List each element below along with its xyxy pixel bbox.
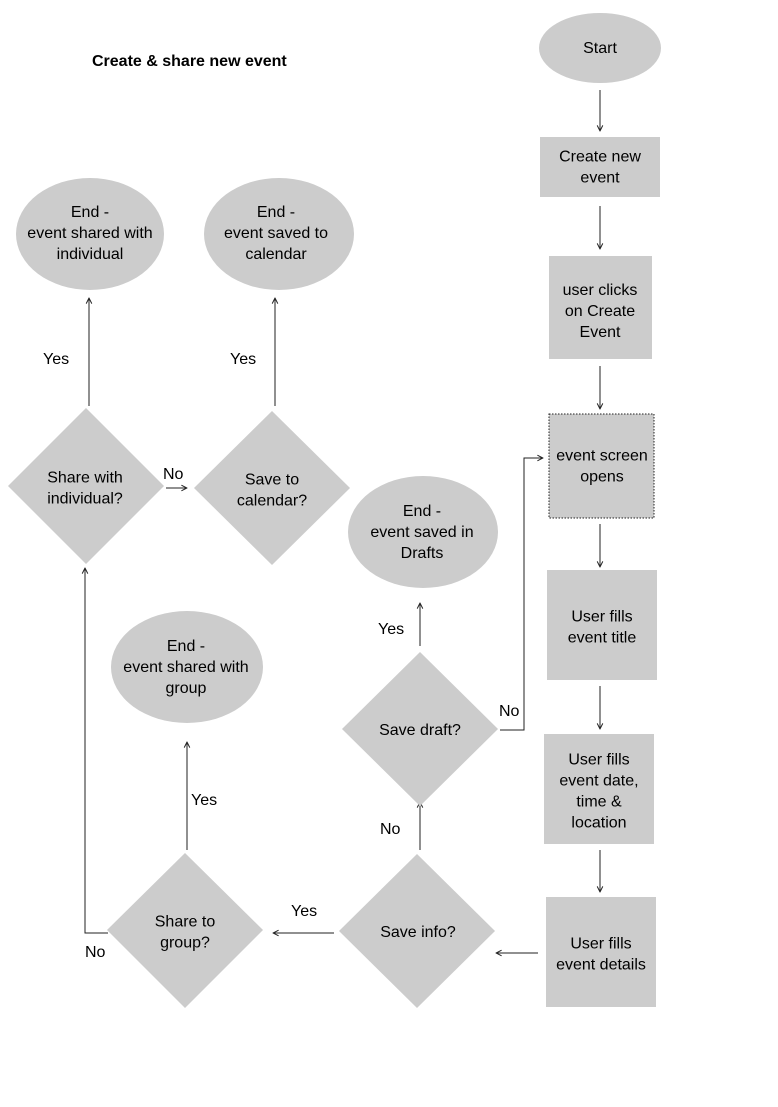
- node-end-shared-with-individual: End - event shared with individual: [16, 178, 164, 290]
- node-end-shared-with-group: End - event shared with group: [111, 611, 263, 723]
- node-user-fills-event-title: User fills event title: [547, 570, 657, 680]
- edge-label-no-individual: No: [163, 466, 184, 483]
- node-label: Create new event: [559, 149, 641, 187]
- node-label-line: group?: [160, 935, 210, 952]
- node-label-line: event shared with: [123, 659, 248, 676]
- edge-label-no-draft: No: [499, 703, 520, 720]
- connectors: [85, 90, 600, 953]
- node-label-line: End -: [71, 204, 109, 221]
- node-create-new-event: Create new event: [540, 137, 660, 197]
- node-label: event screen opens: [556, 448, 648, 486]
- node-label-line: User fills: [568, 752, 629, 769]
- node-label-line: Save info?: [380, 924, 456, 941]
- node-label-line: Save draft?: [379, 722, 461, 739]
- edge-labels: Yes Yes No Yes No Yes No Yes No: [43, 351, 520, 961]
- node-label: Save to calendar?: [237, 472, 307, 510]
- node-label-line: event saved in: [370, 524, 473, 541]
- edge-label-yes-draft: Yes: [378, 621, 404, 638]
- edge-label-yes-calendar: Yes: [230, 351, 256, 368]
- edge-label-yes-individual: Yes: [43, 351, 69, 368]
- node-end-saved-in-drafts: End - event saved in Drafts: [348, 476, 498, 588]
- diagram-title: Create & share new event: [92, 53, 287, 70]
- node-label-line: User fills: [570, 936, 631, 953]
- node-label-line: End -: [403, 503, 441, 520]
- edge-label-no-save-info: No: [380, 821, 401, 838]
- node-label-line: location: [571, 815, 626, 832]
- node-label-line: event screen: [556, 448, 648, 465]
- node-share-with-individual-decision: Share with individual?: [8, 408, 164, 564]
- node-save-draft-decision: Save draft?: [342, 652, 498, 806]
- node-share-to-group-decision: Share to group?: [107, 853, 263, 1008]
- node-user-fills-date-time-location: User fills event date, time & location: [544, 734, 654, 844]
- node-label: Share with individual?: [47, 470, 123, 508]
- node-label-line: event title: [568, 630, 637, 647]
- node-label: User fills event title: [568, 609, 637, 647]
- node-label-line: event: [580, 170, 620, 187]
- edge-label-yes-save-info: Yes: [291, 903, 317, 920]
- node-label: User fills event details: [556, 936, 646, 974]
- node-label-line: Share to: [155, 914, 216, 931]
- node-label-line: calendar?: [237, 493, 307, 510]
- node-label-line: End -: [257, 204, 295, 221]
- node-label-line: individual?: [47, 491, 123, 508]
- node-start: Start: [539, 13, 661, 83]
- node-label-line: Start: [583, 40, 617, 57]
- node-label-line: on Create: [565, 303, 635, 320]
- node-label-line: calendar: [245, 246, 307, 263]
- node-label-line: Event: [580, 324, 621, 341]
- node-label: Save info?: [380, 924, 456, 941]
- node-label: User fills event date, time & location: [559, 752, 638, 832]
- node-end-saved-to-calendar: End - event saved to calendar: [204, 178, 354, 290]
- node-label-line: event date,: [559, 773, 638, 790]
- node-user-fills-event-details: User fills event details: [546, 897, 656, 1007]
- node-label-line: user clicks: [563, 282, 638, 299]
- arrow-sharegroup-no-to-shareind: [85, 568, 108, 934]
- node-label: End - event saved in Drafts: [370, 503, 473, 562]
- node-label: End - event shared with individual: [27, 204, 152, 263]
- node-label-line: User fills: [571, 609, 632, 626]
- node-label-line: event details: [556, 957, 646, 974]
- node-label-line: event shared with: [27, 225, 152, 242]
- node-label: Share to group?: [155, 914, 216, 952]
- node-label-line: event saved to: [224, 225, 328, 242]
- arrow-savedraft-no-to-screen: [500, 458, 543, 731]
- node-label: End - event saved to calendar: [224, 204, 328, 263]
- node-label-line: Share with: [47, 470, 123, 487]
- edge-label-yes-group: Yes: [191, 792, 217, 809]
- node-label-line: Create new: [559, 149, 641, 166]
- node-label-line: time &: [576, 794, 622, 811]
- node-save-to-calendar-decision: Save to calendar?: [194, 411, 350, 565]
- node-event-screen-opens: event screen opens: [548, 413, 655, 519]
- edge-label-no-group: No: [85, 944, 106, 961]
- node-label: Save draft?: [379, 722, 461, 739]
- node-label-line: opens: [580, 469, 624, 486]
- node-label: End - event shared with group: [123, 638, 248, 697]
- node-label-line: End -: [167, 638, 205, 655]
- node-label: Start: [583, 40, 617, 57]
- node-label-line: individual: [57, 246, 124, 263]
- node-label-line: group: [166, 680, 207, 697]
- node-save-info-decision: Save info?: [339, 854, 495, 1008]
- node-label-line: Save to: [245, 472, 299, 489]
- node-label-line: Drafts: [401, 545, 444, 562]
